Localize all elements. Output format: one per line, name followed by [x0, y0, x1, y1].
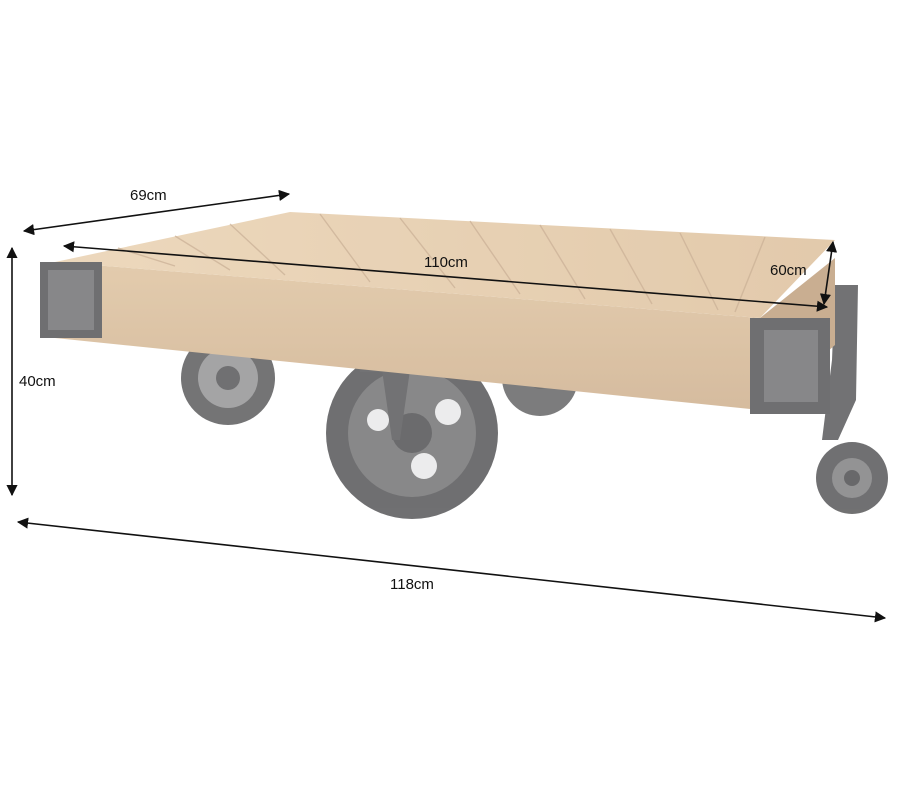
- right-caster-wheel: [816, 285, 888, 514]
- depth-top-label: 69cm: [130, 187, 167, 204]
- overall-length-label: 118cm: [390, 576, 434, 593]
- overall-length-arrow: [16, 517, 887, 623]
- depth-top-arrow: [22, 189, 291, 236]
- height-label: 40cm: [19, 373, 56, 390]
- length-top-arrow: [62, 241, 829, 312]
- front-large-wheel: [326, 347, 498, 519]
- depth-side-arrow: [819, 240, 838, 306]
- dimension-annotations: [6, 189, 887, 623]
- depth-side-label: 60cm: [770, 262, 807, 279]
- left-corner-bracket: [40, 262, 102, 338]
- right-corner-bracket: [750, 318, 830, 414]
- length-top-label: 110cm: [424, 254, 468, 271]
